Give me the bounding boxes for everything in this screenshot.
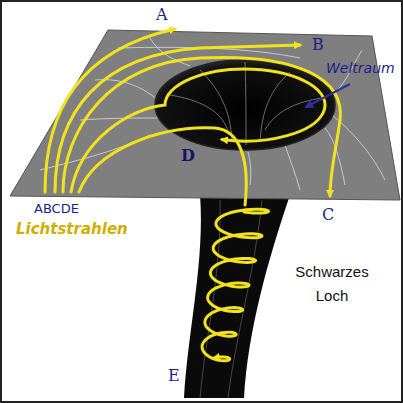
light-rays	[45, 29, 340, 361]
space-sheet	[10, 30, 400, 200]
ray-letter: E	[168, 366, 180, 385]
space-label: Weltraum	[326, 60, 395, 77]
black-hole-label: Schwarzes Loch	[282, 260, 382, 308]
ray-letter: C	[322, 205, 334, 224]
ray-letter: B	[312, 35, 324, 54]
ray-letters: ABCDE	[34, 201, 79, 217]
pointer-arrow	[306, 84, 350, 107]
ray-letter: D	[181, 146, 195, 165]
ray-letter: A	[156, 5, 168, 24]
light-rays-label: Lichtstrahlen	[16, 220, 128, 238]
funnel-tube	[184, 195, 290, 398]
